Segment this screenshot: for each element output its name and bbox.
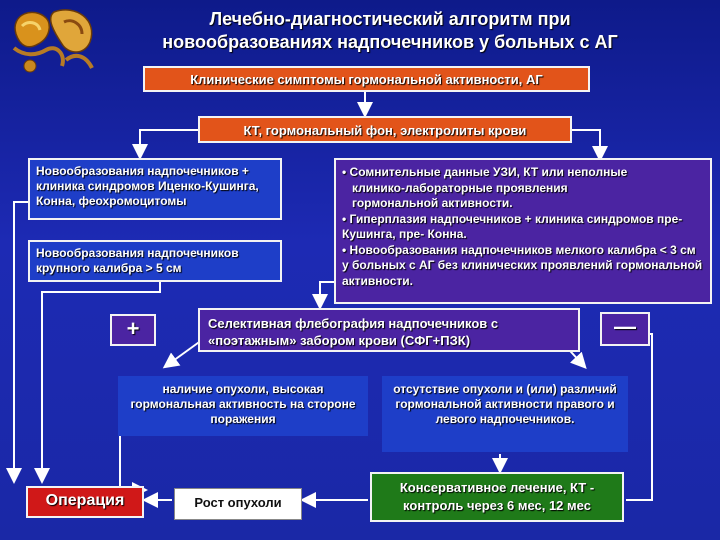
- doubtful-line-1: • Сомнительные данные УЗИ, КТ или неполн…: [342, 165, 704, 181]
- doubtful-line-2: клинико-лабораторные проявления: [342, 181, 704, 197]
- arrow-phleb-present: [166, 340, 202, 366]
- adrenal-illustration-icon: [6, 4, 102, 80]
- operation-box: Операция: [26, 486, 144, 518]
- arrow-syndromes-operation: [14, 202, 28, 480]
- doubtful-line-4: • Гиперплазия надпочечников + клиника си…: [342, 212, 704, 243]
- tumor-present-box: наличие опухоли, высокая гормональная ак…: [118, 376, 368, 436]
- doubtful-line-3: гормональной активности.: [342, 196, 704, 212]
- minus-box: —: [600, 312, 650, 346]
- arrow-present-operation: [120, 436, 144, 490]
- arrow-feedback-loop: [624, 334, 652, 500]
- conservative-treatment-box: Консервативное лечение, КТ - контроль че…: [370, 472, 624, 522]
- syndromes-box: Новообразования надпочечников + клиника …: [28, 158, 282, 220]
- symptoms-box: Клинические симптомы гормональной активн…: [143, 66, 590, 92]
- doubtful-findings-box: • Сомнительные данные УЗИ, КТ или неполн…: [334, 158, 712, 304]
- title-line-2: новообразованиях надпочечников у больных…: [110, 31, 670, 54]
- title-line-1: Лечебно-диагностический алгоритм при: [110, 8, 670, 31]
- phlebography-box: Селективная флебография надпочечников с …: [198, 308, 580, 352]
- arrow-doubtful-phlebography: [320, 282, 334, 306]
- tumor-absent-box: отсутствие опухоли и (или) различий горм…: [382, 376, 628, 452]
- page-title: Лечебно-диагностический алгоритм при нов…: [110, 8, 670, 54]
- plus-box: +: [110, 314, 156, 346]
- arrow-ct-right: [572, 130, 600, 158]
- large-tumor-box: Новообразования надпочечников крупного к…: [28, 240, 282, 282]
- arrow-ct-left: [140, 130, 198, 156]
- doubtful-line-5: • Новообразования надпочечников мелкого …: [342, 243, 704, 290]
- tumor-growth-box: Рост опухоли: [174, 488, 302, 520]
- ct-box: КТ, гормональный фон, электролиты крови: [198, 116, 572, 143]
